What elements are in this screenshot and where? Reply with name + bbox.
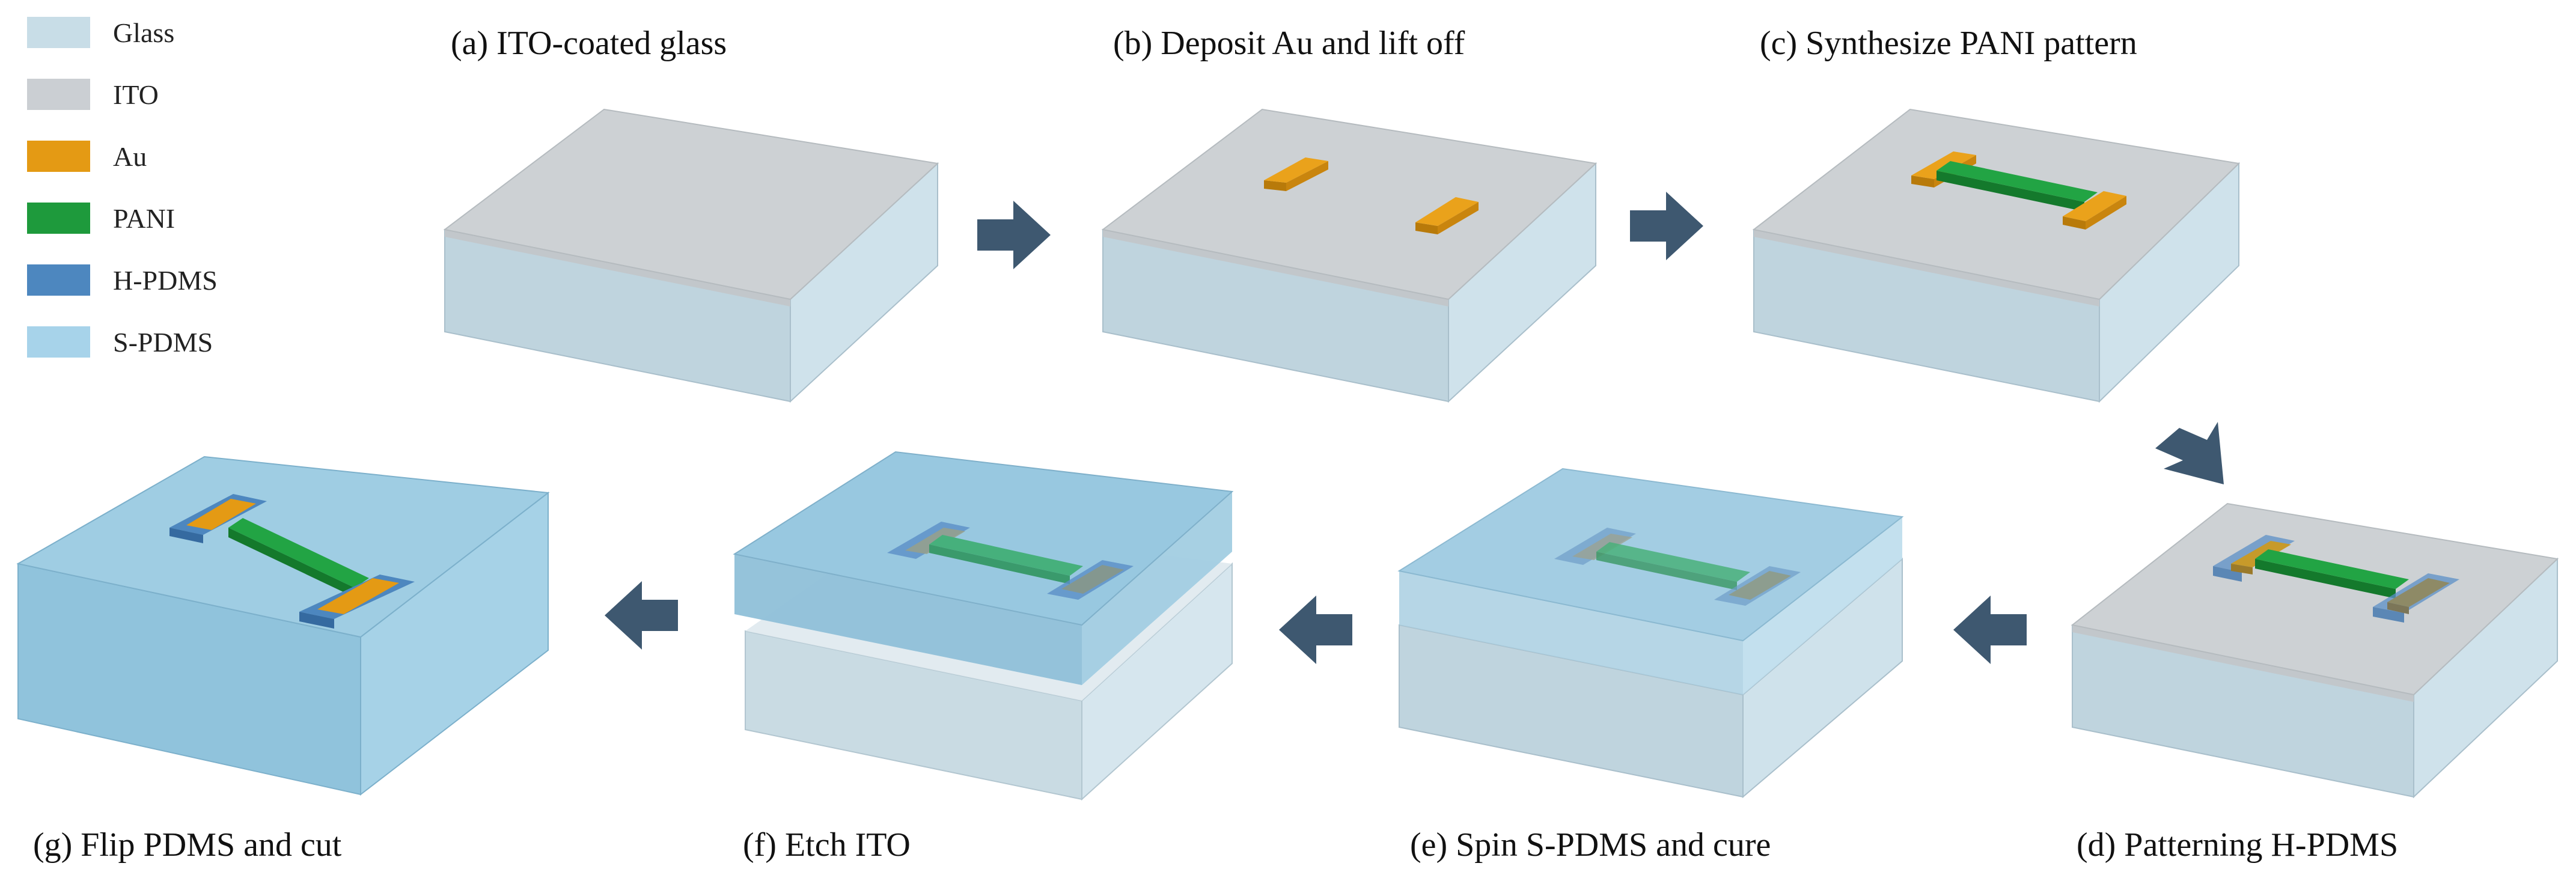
device-step-f: [733, 451, 1234, 801]
caption-step-b: (b) Deposit Au and lift off: [1113, 25, 1465, 62]
arrow-left-d-to-e: [1953, 596, 2027, 664]
legend-item-ito: ITO: [27, 79, 159, 110]
au-pad-right: [1415, 197, 1479, 234]
legend-label-pani: PANI: [113, 203, 175, 234]
legend-label-h-pdms: H-PDMS: [113, 265, 218, 296]
caption-step-c: (c) Synthesize PANI pattern: [1760, 25, 2137, 62]
au-pad-left: [186, 499, 256, 530]
legend-swatch-au: [27, 141, 90, 172]
pani-strip: [2255, 549, 2409, 599]
arrow-right-b-to-c: [1630, 192, 1703, 260]
legend-label-s-pdms: S-PDMS: [113, 327, 213, 358]
ito-layer-edge: [1754, 230, 2099, 306]
au-pad-right: [2387, 578, 2450, 614]
arrow-right-a-to-b: [977, 201, 1051, 269]
legend-item-glass: Glass: [27, 17, 174, 48]
caption-step-g: (g) Flip PDMS and cut: [33, 826, 342, 864]
device-step-g: [16, 456, 550, 796]
au-pad-right: [317, 578, 399, 614]
device-step-b: [1101, 108, 1598, 403]
legend-swatch-h-pdms: [27, 264, 90, 296]
caption-step-a: (a) ITO-coated glass: [451, 25, 727, 62]
legend-label-ito: ITO: [113, 79, 159, 110]
pani-strip: [228, 518, 369, 597]
h-pdms-pad-right: [1714, 566, 1801, 606]
device-step-c: [1752, 108, 2241, 403]
au-pad-left: [1264, 157, 1328, 191]
au-pad-left: [2231, 541, 2291, 575]
legend-swatch-pani: [27, 203, 90, 234]
ito-top-surface: [443, 108, 939, 300]
ito-top-surface: [1101, 108, 1598, 300]
s-pdms-layer-right: [1743, 517, 1902, 695]
pani-strip: [1937, 161, 2098, 212]
arrow-diagonal-c-to-d: [2155, 422, 2224, 484]
legend: Glass ITO Au PANI H-PDMS S-PDMS: [27, 17, 218, 358]
pani-strip: [929, 535, 1083, 584]
au-pad-right: [2063, 191, 2126, 230]
caption-step-f: (f) Etch ITO: [743, 826, 911, 864]
s-pdms-layer-front: [734, 554, 1082, 685]
h-pdms-pad-left: [1554, 528, 1636, 565]
ito-layer-edge: [2072, 625, 2414, 702]
arrow-left-f-to-g: [605, 581, 678, 650]
legend-label-glass: Glass: [113, 17, 174, 48]
s-pdms-layer-right: [1082, 492, 1232, 685]
legend-item-pani: PANI: [27, 203, 175, 234]
legend-item-h-pdms: H-PDMS: [27, 264, 218, 296]
device-step-a: [443, 108, 939, 403]
ito-top-surface: [1752, 108, 2241, 300]
glass-slab-side-right: [1742, 557, 1903, 799]
ito-layer-edge: [445, 230, 790, 306]
pani-strip: [1596, 542, 1750, 590]
legend-swatch-ito: [27, 79, 90, 110]
legend-swatch-s-pdms: [27, 326, 90, 358]
h-pdms-pad-right: [1047, 560, 1134, 600]
caption-step-d: (d) Patterning H-PDMS: [2077, 826, 2398, 864]
ito-top-surface: [2071, 502, 2559, 696]
legend-label-au: Au: [113, 141, 147, 172]
device-step-d: [2071, 502, 2559, 799]
ito-layer-edge: [1103, 230, 1448, 306]
s-pdms-layer-front: [1399, 571, 1743, 695]
legend-swatch-glass: [27, 17, 90, 48]
legend-item-s-pdms: S-PDMS: [27, 326, 213, 358]
arrow-left-e-to-f: [1279, 596, 1352, 664]
caption-step-e: (e) Spin S-PDMS and cure: [1410, 826, 1771, 864]
legend-item-au: Au: [27, 141, 147, 172]
device-step-e: [1397, 468, 1904, 799]
